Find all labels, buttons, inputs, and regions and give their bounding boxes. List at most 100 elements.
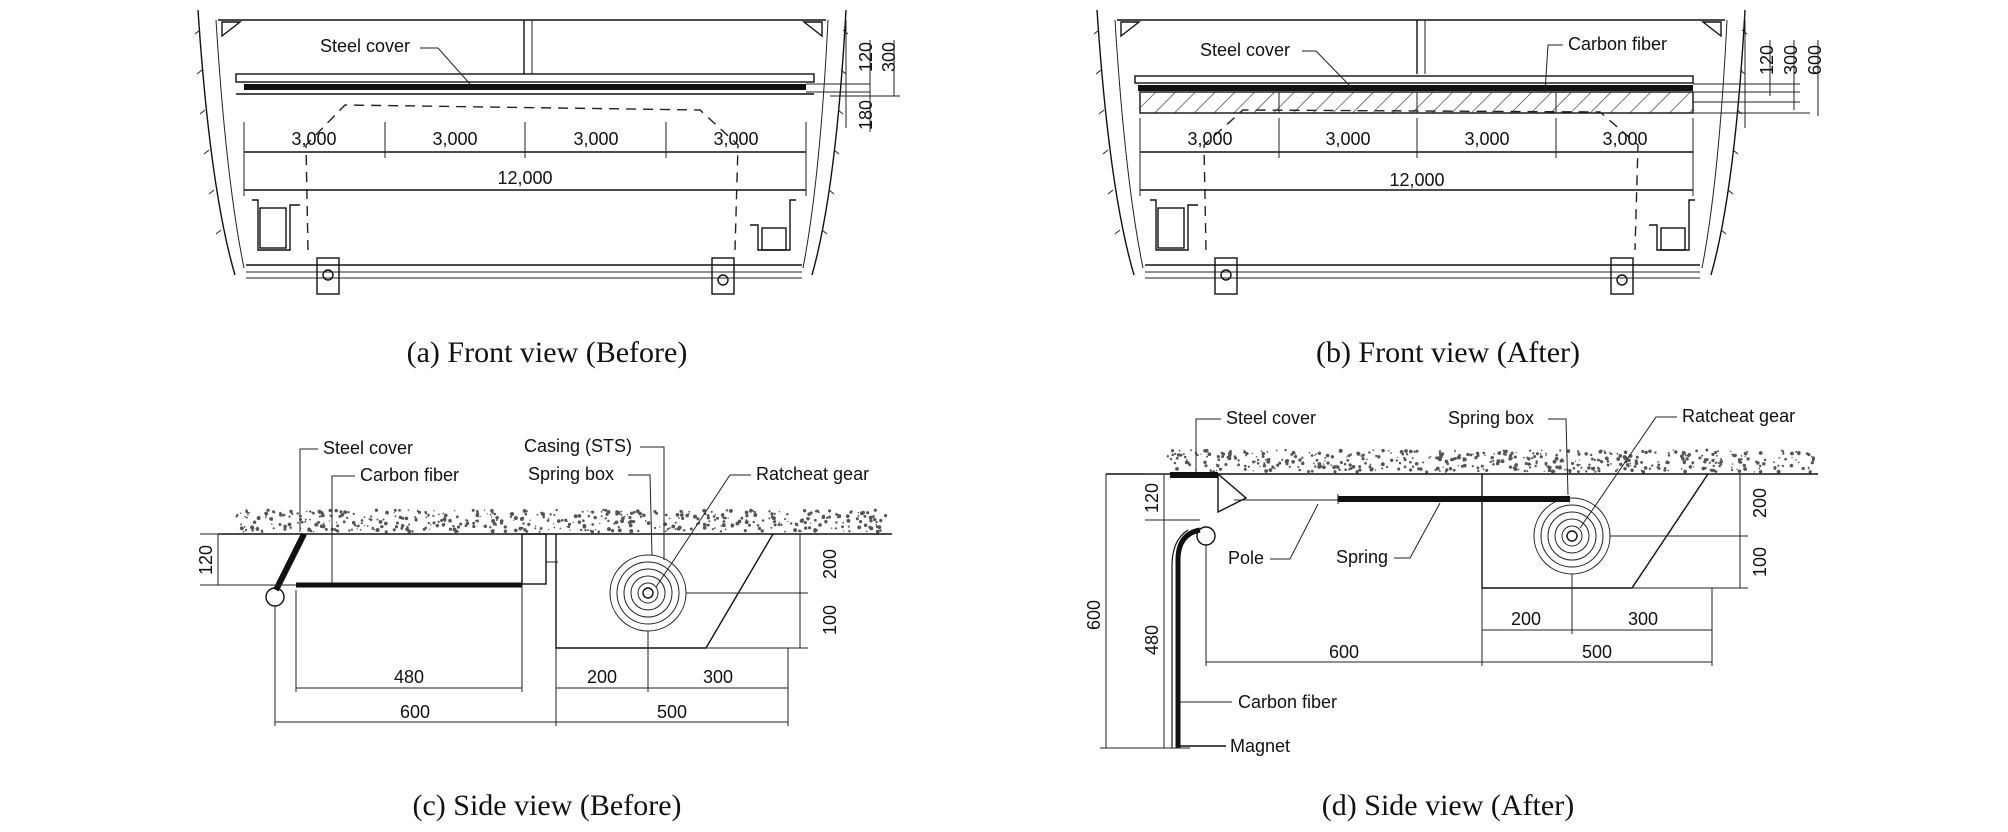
- gravel-dot: [369, 518, 373, 522]
- gravel-dot: [1338, 448, 1343, 453]
- gravel-dot: [1209, 469, 1212, 471]
- gravel-dot: [1623, 466, 1627, 471]
- gravel-dot: [1454, 450, 1457, 453]
- gravel-dot: [258, 515, 261, 518]
- gravel-dot: [435, 524, 439, 528]
- gravel-dot: [1789, 463, 1794, 468]
- dim-label: 600: [1329, 642, 1359, 662]
- gravel-dot: [1746, 450, 1749, 453]
- gravel-dot: [1356, 451, 1361, 456]
- gravel-dot: [1324, 460, 1326, 462]
- gravel-dot: [845, 514, 850, 519]
- gravel-dot: [1773, 461, 1775, 464]
- gravel-dot: [1648, 449, 1652, 453]
- gravel-dot: [1714, 450, 1718, 455]
- gravel-dot: [1330, 464, 1333, 466]
- gravel-dot: [243, 526, 246, 528]
- gravel-dot: [334, 508, 338, 513]
- gravel-dot: [847, 525, 850, 528]
- gravel-dot: [836, 516, 839, 519]
- gravel-dot: [1547, 468, 1552, 473]
- gravel-dot: [1362, 453, 1365, 457]
- gravel-dot: [748, 523, 751, 527]
- gravel-dot: [1685, 454, 1687, 457]
- gravel-dot: [1663, 466, 1667, 470]
- dim-label: 300: [879, 42, 899, 72]
- gravel-dot: [479, 515, 481, 518]
- gravel-dot: [1206, 455, 1209, 458]
- gravel-dot: [857, 511, 860, 514]
- gravel-dot: [1415, 449, 1419, 453]
- carbon-fiber-label: Carbon fiber: [1238, 692, 1337, 712]
- gravel-dot: [440, 518, 444, 523]
- gravel-dot: [1414, 462, 1419, 466]
- gravel-dot: [587, 529, 589, 532]
- steel-cover-label: Steel cover: [1200, 40, 1290, 60]
- gravel-dot: [1716, 450, 1719, 453]
- gravel-dot: [356, 524, 360, 528]
- caption-b: (b) Front view (After): [1316, 336, 1580, 369]
- gravel-dot: [1616, 457, 1621, 461]
- pole-label: Pole: [1228, 548, 1264, 568]
- gravel-dot: [1346, 459, 1350, 462]
- gravel-dot: [1243, 449, 1245, 451]
- gravel-dot: [1743, 467, 1748, 471]
- gravel-dot: [1380, 462, 1385, 467]
- gravel-dot: [534, 527, 537, 530]
- dim-label: 200: [1511, 609, 1541, 629]
- span-label: 3,000: [1187, 129, 1232, 149]
- gravel-dot: [1571, 461, 1575, 466]
- gravel-dot: [858, 519, 863, 524]
- gravel-dot: [884, 514, 888, 518]
- gravel-dot: [433, 515, 435, 517]
- gravel-dot: [534, 525, 537, 527]
- gravel-dot: [1534, 464, 1537, 468]
- gravel-dot: [1175, 467, 1179, 471]
- gravel-dot: [1264, 469, 1268, 473]
- gravel-dot: [1797, 461, 1800, 464]
- gravel-dot: [1809, 470, 1812, 473]
- gravel-dot: [1732, 463, 1734, 465]
- gravel-dot: [635, 509, 640, 514]
- gravel-dot: [296, 512, 299, 515]
- gravel-dot: [1439, 454, 1443, 459]
- gravel-dot: [1273, 467, 1276, 470]
- gravel-dot: [1596, 458, 1600, 462]
- gravel-dot: [1552, 459, 1557, 464]
- gravel-dot: [384, 530, 388, 534]
- gravel-dot: [674, 528, 677, 531]
- gravel-dot: [1456, 455, 1461, 460]
- gravel-dot: [711, 528, 714, 531]
- gravel-dot: [664, 530, 667, 533]
- gravel-dot: [1546, 465, 1549, 468]
- dim-label: 180: [856, 100, 876, 130]
- gravel-dot: [1658, 461, 1660, 463]
- gravel-dot: [1457, 465, 1460, 467]
- gravel-dot: [483, 524, 488, 529]
- gravel-dot: [1358, 465, 1362, 469]
- gravel-dot: [1523, 469, 1527, 473]
- gravel-dot: [428, 528, 431, 530]
- gravel-dot: [416, 509, 420, 513]
- gravel-dot: [1175, 456, 1179, 460]
- gravel-dot: [1784, 457, 1787, 461]
- gravel-dot: [312, 531, 315, 533]
- gravel-dot: [1255, 456, 1258, 458]
- gravel-dot: [857, 514, 860, 517]
- gravel-dot: [1810, 461, 1814, 465]
- gravel-dot: [1462, 459, 1466, 462]
- gravel-dot: [761, 519, 765, 522]
- gravel-dot: [1776, 469, 1781, 474]
- gravel-dot: [1758, 464, 1762, 468]
- gravel-dot: [1221, 455, 1225, 459]
- gravel-dot: [1469, 453, 1473, 457]
- drain: [1610, 257, 1634, 295]
- gravel-dot: [777, 523, 781, 527]
- gravel-dot: [807, 526, 812, 530]
- gravel-dot: [491, 511, 494, 514]
- gravel-dot: [1291, 450, 1296, 455]
- gravel-dot: [343, 510, 347, 514]
- gravel-dot: [591, 523, 595, 526]
- gravel-dot: [787, 520, 789, 523]
- gravel-dot: [346, 516, 349, 520]
